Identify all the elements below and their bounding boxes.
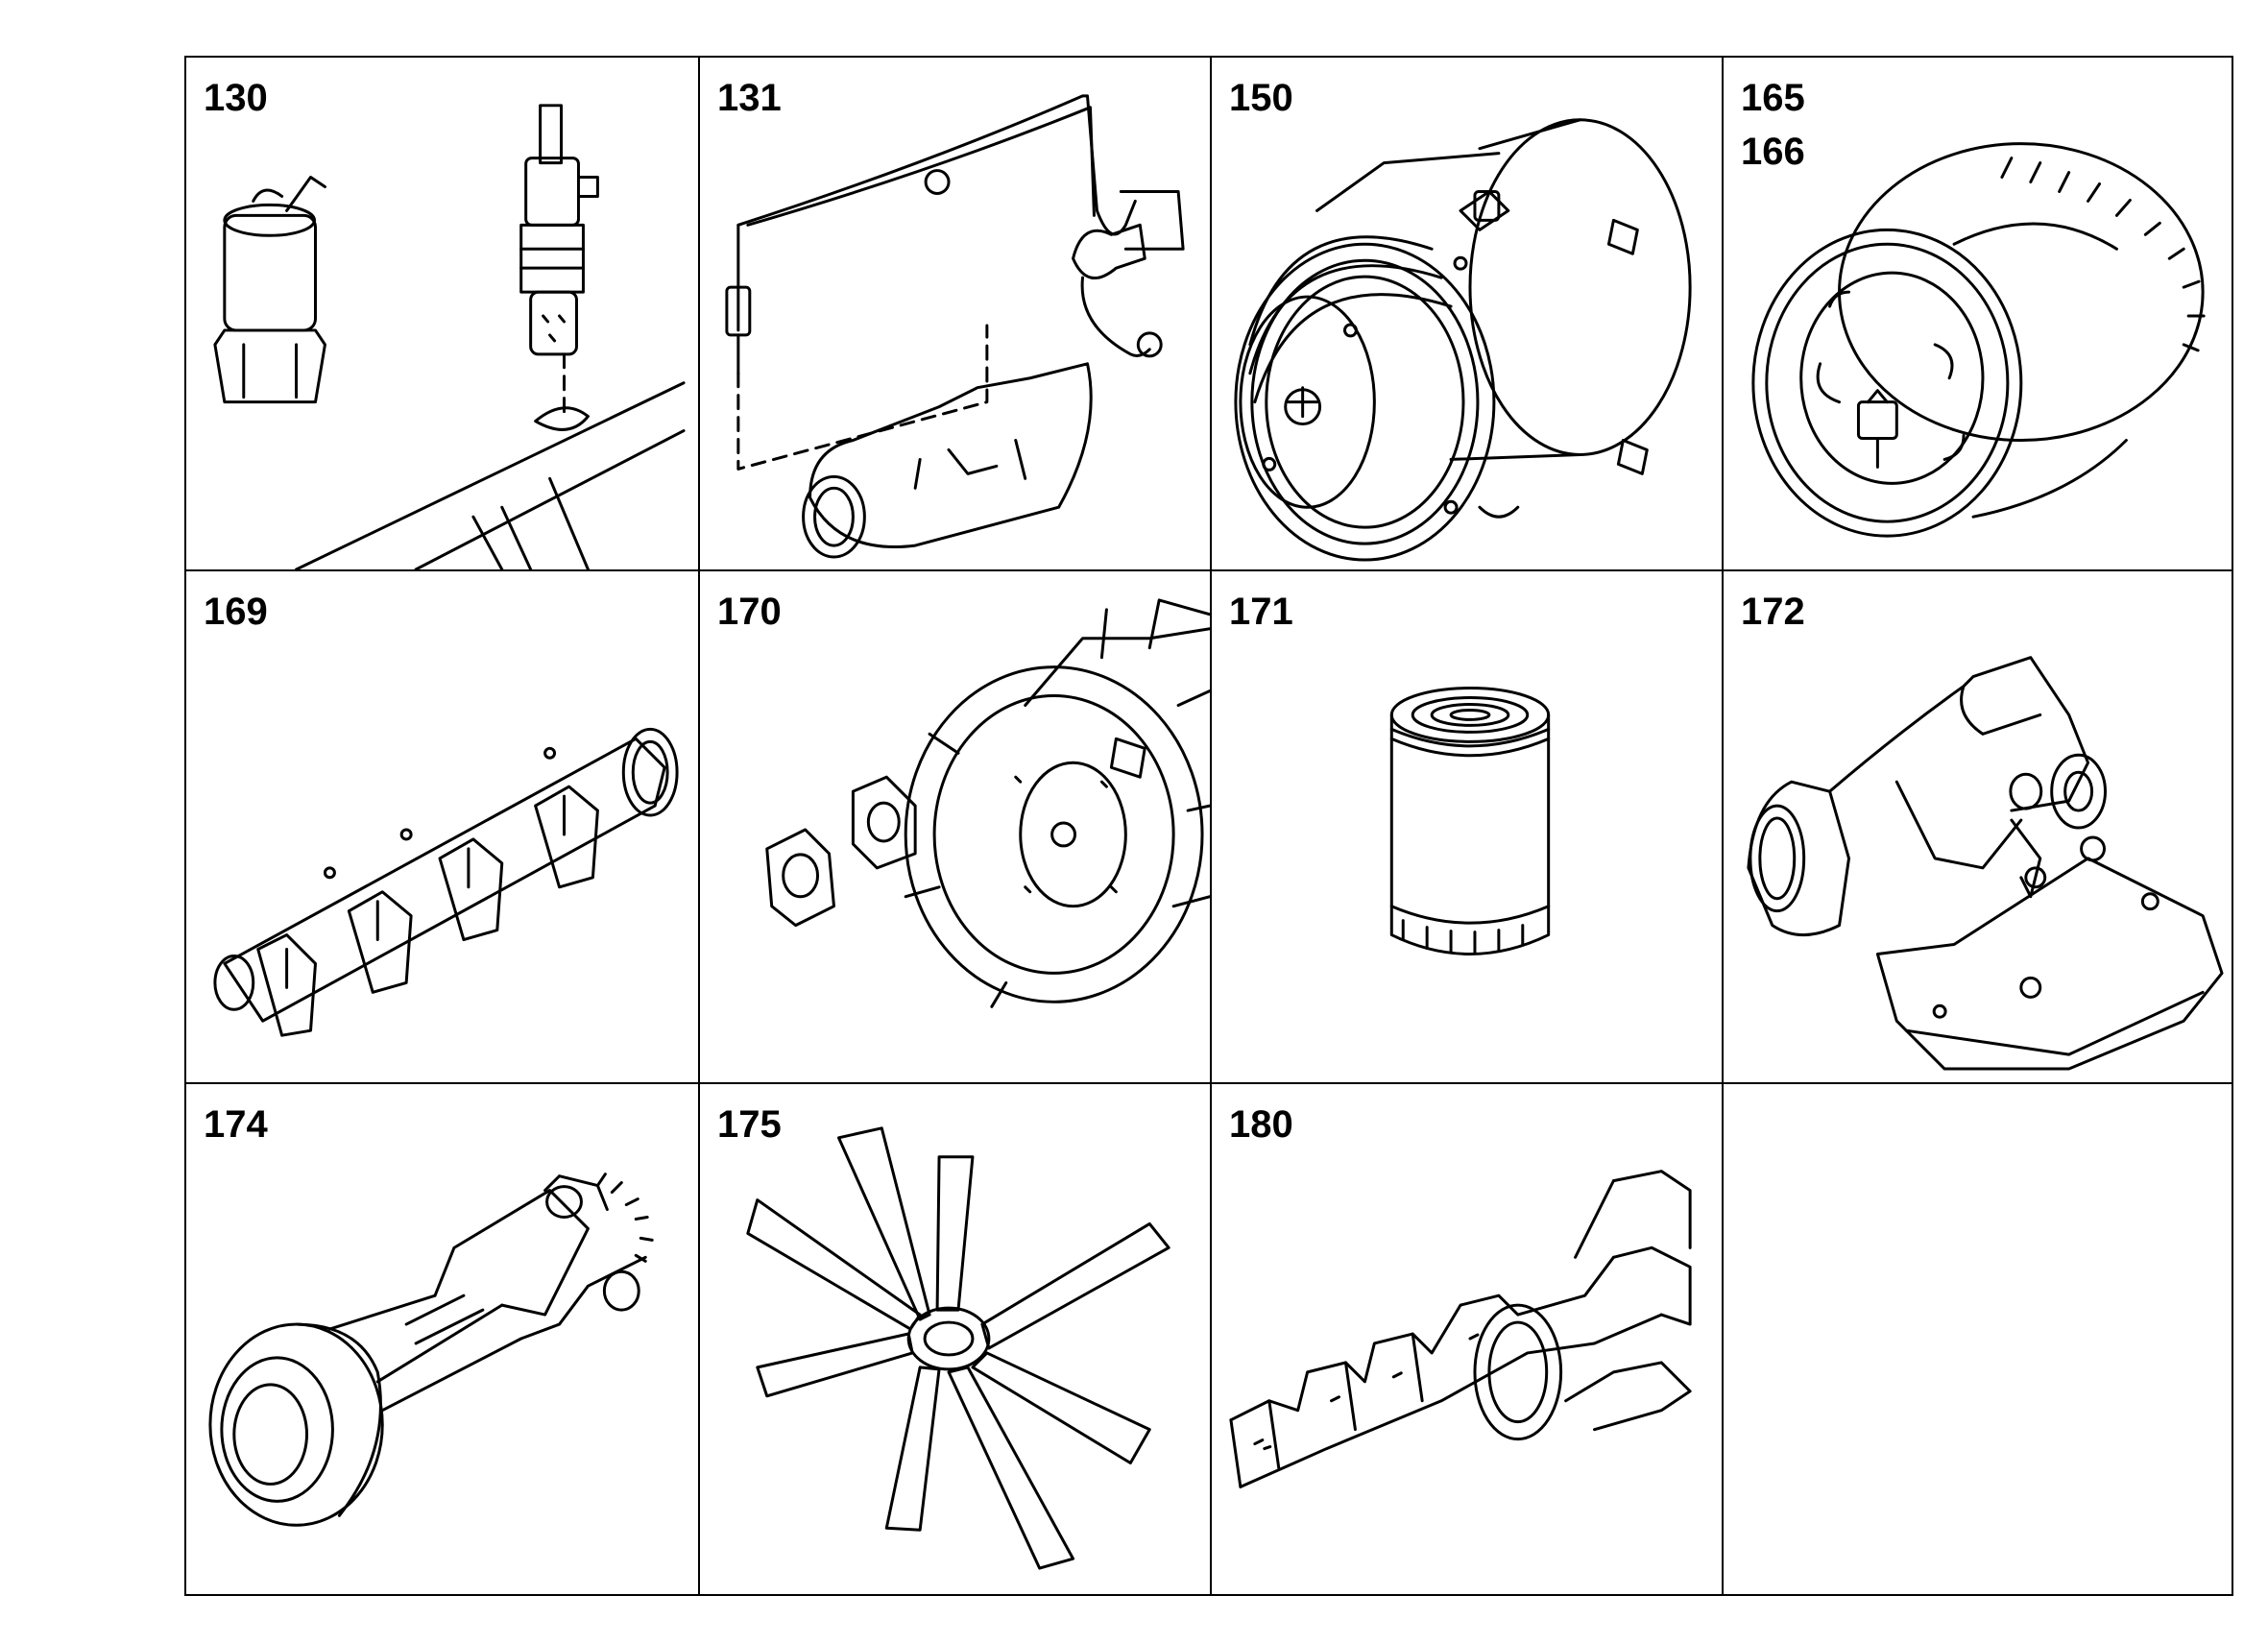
part-cell-171[interactable]: 171 [1212,571,1724,1084]
part-number-label: 131 [717,77,782,119]
part-cell-180[interactable]: 180 [1212,1084,1724,1594]
intake-manifold-icon [213,727,679,1037]
part-cell-165-166[interactable]: 165 166 [1724,58,2232,571]
exhaust-manifold-icon [1229,1170,1692,1488]
oil-filter-icon [1389,687,1551,955]
part-cell-130[interactable]: 130 [186,58,700,571]
parts-grid: 130 131 [184,56,2233,1596]
empty-cell [1724,1084,2232,1594]
part-number-label: 171 [1229,591,1293,633]
part-number-label: 170 [717,591,782,633]
part-number-label: 130 [204,77,268,119]
part-number-label: 180 [1229,1103,1293,1146]
part-cell-170[interactable]: 170 [700,571,1212,1084]
part-number-label: 150 [1229,77,1293,119]
part-cell-172[interactable]: 172 [1724,571,2232,1084]
thermostat-housing-icon [1747,656,2224,1071]
part-cell-131[interactable]: 131 [700,58,1212,571]
part-number-label: 174 [204,1103,268,1146]
part-cell-150[interactable]: 150 [1212,58,1724,571]
ac-compressor-icon [1234,118,1692,562]
part-number-label: 172 [1741,591,1805,633]
part-cell-169[interactable]: 169 [186,571,700,1084]
part-number-label: 175 [717,1103,782,1146]
pipe-and-injector-icon [725,94,1185,559]
part-cell-174[interactable]: 174 [186,1084,700,1594]
part-cell-175[interactable]: 175 [700,1084,1212,1594]
part-number-label: 165 166 [1741,77,1805,173]
fan-drive-pulley-icon [208,1173,654,1527]
part-number-label: 169 [204,591,268,633]
cooling-fan-icon [746,1126,1170,1570]
flywheel-housing-icon [765,598,1210,1008]
viscous-fan-clutch-icon [1751,142,2206,538]
glow-plug-and-sensor-icon [213,104,686,569]
